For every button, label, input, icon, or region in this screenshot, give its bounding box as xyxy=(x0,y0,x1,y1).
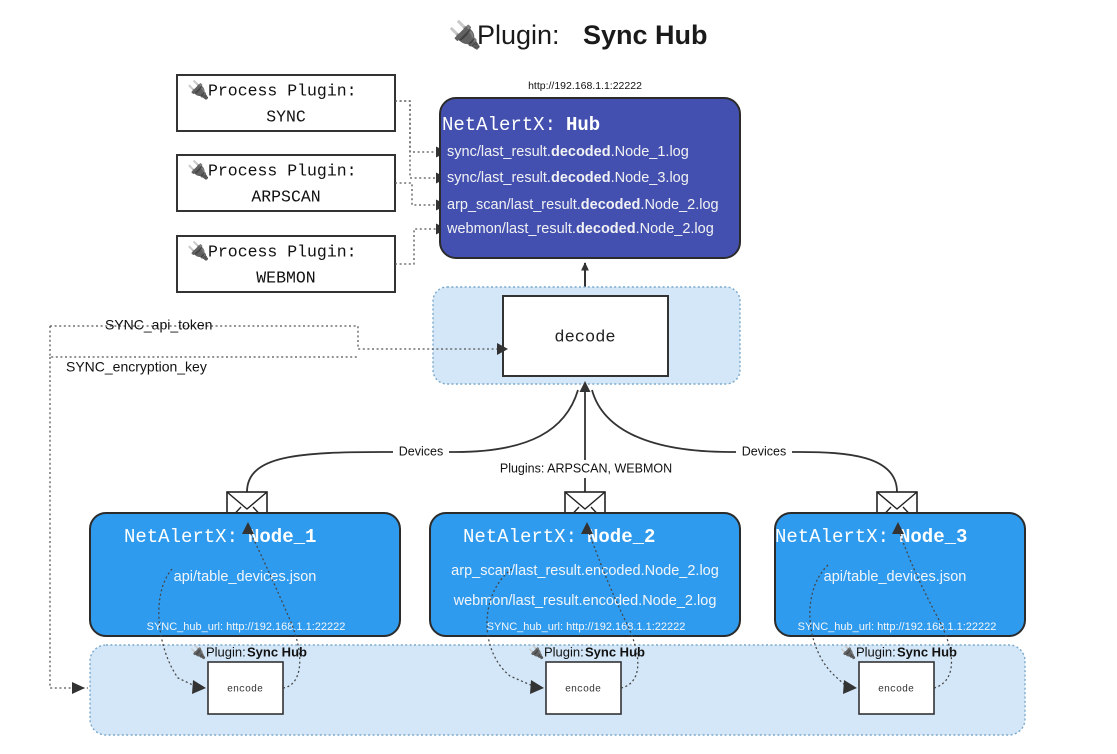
encode-box[interactable] xyxy=(207,661,284,715)
encode-loop-edges xyxy=(158,527,952,689)
node-line: webmon/last_result.encoded.Node_2.log xyxy=(453,593,717,609)
plugin-label-prefix: Plugin: xyxy=(206,644,246,659)
encode-group-node-3: 🔌 Plugin: Sync Hub encode xyxy=(840,644,957,715)
node-title-prefix: NetAlertX: xyxy=(775,526,889,548)
plugin-label-prefix: Plugin: xyxy=(856,644,896,659)
encode-group-node-1: 🔌 Plugin: Sync Hub encode xyxy=(190,644,307,715)
plugin-label-prefix: Plugin: xyxy=(544,644,584,659)
decode-box[interactable] xyxy=(502,295,669,377)
node-box-node-3[interactable]: NetAlertX: Node_3 api/table_devices.json… xyxy=(774,512,1026,637)
plugin-hub-connectors xyxy=(395,100,436,265)
node-title-name: Node_3 xyxy=(899,526,967,548)
node-title-prefix: NetAlertX: xyxy=(124,526,238,548)
setting-label-api-token: SYNC_api_token xyxy=(105,317,212,333)
node-line: api/table_devices.json xyxy=(824,569,967,585)
page-title-prefix: Plugin: xyxy=(477,20,560,50)
plug-icon: 🔌 xyxy=(840,644,856,659)
node-box-node-1[interactable]: NetAlertX: Node_1 api/table_devices.json… xyxy=(89,512,401,637)
process-plugin-name: SYNC xyxy=(266,107,306,126)
process-plugin-name: ARPSCAN xyxy=(251,187,320,206)
encode-label: encode xyxy=(878,684,914,696)
plugin-label-name: Sync Hub xyxy=(247,644,307,659)
decode-label: decode xyxy=(554,328,615,347)
node-hub-url: SYNC_hub_url: http://192.168.1.1:22222 xyxy=(487,621,686,633)
process-plugin-label: Process Plugin: xyxy=(208,161,357,180)
hub-log-list: sync/last_result.decoded.Node_1.log sync… xyxy=(446,144,719,237)
node-line: arp_scan/last_result.encoded.Node_2.log xyxy=(451,563,719,579)
settings-routes xyxy=(49,325,497,689)
decode-container: decode xyxy=(432,286,741,385)
plug-icon: 🔌 xyxy=(528,644,544,659)
setting-label-encryption-key: SYNC_encryption_key xyxy=(66,359,207,375)
encode-label: encode xyxy=(565,684,601,696)
plugin-label-name: Sync Hub xyxy=(585,644,645,659)
node-hub-url: SYNC_hub_url: http://192.168.1.1:22222 xyxy=(798,621,997,633)
hub-log-line: webmon/last_result.decoded.Node_2.log xyxy=(446,221,714,237)
process-plugin-sync[interactable]: 🔌 Process Plugin: SYNC xyxy=(176,74,396,132)
process-plugin-arpscan[interactable]: 🔌 Process Plugin: ARPSCAN xyxy=(176,154,396,212)
edge-label-devices-right: Devices xyxy=(742,444,786,458)
encode-group-node-2: 🔌 Plugin: Sync Hub encode xyxy=(528,644,645,715)
process-plugin-label: Process Plugin: xyxy=(208,81,357,100)
process-plugin-webmon[interactable]: 🔌 Process Plugin: WEBMON xyxy=(176,235,396,293)
edge-label-plugins-mid: Plugins: ARPSCAN, WEBMON xyxy=(500,461,672,475)
hub-log-line: arp_scan/last_result.decoded.Node_2.log xyxy=(447,197,719,213)
plug-icon: 🔌 xyxy=(187,159,209,180)
node-line: api/table_devices.json xyxy=(174,569,317,585)
plug-icon: 🔌 xyxy=(187,240,209,261)
decode-bottom-arrowhead xyxy=(579,381,591,392)
node-box-node-2[interactable]: NetAlertX: Node_2 arp_scan/last_result.e… xyxy=(429,512,741,637)
plugin-label-name: Sync Hub xyxy=(897,644,957,659)
hub-box[interactable]: NetAlertX: Hub sync/last_result.decoded.… xyxy=(439,97,741,259)
edge-label-group: Devices Devices Plugins: ARPSCAN, WEBMON xyxy=(393,443,792,478)
hub-url: http://192.168.1.1:22222 xyxy=(528,80,642,92)
hub-title-name: Hub xyxy=(566,114,600,136)
bottom-container-inbound-arrowhead xyxy=(72,682,85,694)
page-title: 🔌 Plugin: Sync Hub xyxy=(448,19,708,50)
hub-log-line: sync/last_result.decoded.Node_1.log xyxy=(447,144,689,160)
plug-icon: 🔌 xyxy=(190,644,206,659)
node-title-name: Node_2 xyxy=(587,526,655,548)
hub-log-line: sync/last_result.decoded.Node_3.log xyxy=(447,170,689,186)
encode-box[interactable] xyxy=(545,661,622,715)
plug-icon: 🔌 xyxy=(448,19,482,50)
node-title-prefix: NetAlertX: xyxy=(463,526,577,548)
edge-label-devices-left: Devices xyxy=(399,444,443,458)
hub-title-prefix: NetAlertX: xyxy=(442,114,556,136)
node-title-name: Node_1 xyxy=(248,526,316,548)
page-title-name: Sync Hub xyxy=(583,20,708,50)
node-hub-url: SYNC_hub_url: http://192.168.1.1:22222 xyxy=(147,621,346,633)
decode-inbound-arrowhead xyxy=(497,343,508,355)
process-plugin-name: WEBMON xyxy=(256,268,315,287)
plug-icon: 🔌 xyxy=(187,79,209,100)
encode-label: encode xyxy=(227,684,263,696)
process-plugin-label: Process Plugin: xyxy=(208,242,357,261)
encode-inbound-arrowheads xyxy=(192,522,904,694)
